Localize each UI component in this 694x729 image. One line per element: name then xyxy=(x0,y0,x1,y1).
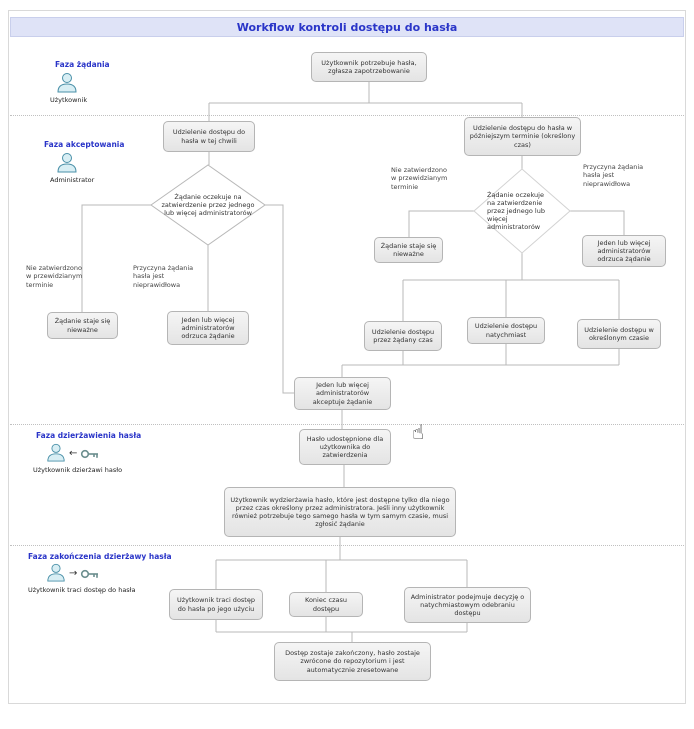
admin-icon xyxy=(56,151,78,173)
user-icon xyxy=(46,442,66,466)
node-request-invalid-right: Żądanie staje się nieważne xyxy=(374,237,443,263)
node-access-immediate: Udzielenie dostępu natychmiast xyxy=(467,317,545,344)
node-admins-reject-left: Jeden lub więcej administratorów odrzuca… xyxy=(167,311,249,345)
phase-lease-end-actor: Użytkownik traci dostęp do hasła xyxy=(28,586,136,594)
phase-separator xyxy=(10,115,684,116)
phase-separator xyxy=(10,545,684,546)
edge-label-invalid-reason-right: Przyczyna żądania hasła jest nieprawidło… xyxy=(583,163,644,188)
node-admins-accept: Jeden lub więcej administratorów akceptu… xyxy=(294,377,391,410)
user-icon xyxy=(56,71,78,93)
phase-lease-actor: Użytkownik dzierżawi hasło xyxy=(33,466,123,474)
phase-separator xyxy=(10,424,684,425)
node-lease-description: Użytkownik wydzierżawia hasło, które jes… xyxy=(224,487,456,537)
phase-lease-end-icons: → xyxy=(46,562,100,586)
key-icon xyxy=(80,565,100,584)
arrow-right-icon: → xyxy=(69,568,78,579)
node-user-needs-password: Użytkownik potrzebuje hasła, zgłasza zap… xyxy=(311,52,427,82)
phase-approval-label: Faza akceptowania xyxy=(44,140,125,149)
decision-await-approval-right: Żądanie oczekuje na zatwierdzenie przez … xyxy=(487,190,545,232)
arrow-left-icon: ← xyxy=(69,448,78,459)
hand-cursor-icon: ☝ xyxy=(412,420,425,444)
edge-label-not-approved-left: Nie zatwierdzono w przewidzianym termini… xyxy=(26,264,83,289)
node-password-available: Hasło udostępnione dla użytkownika do za… xyxy=(299,429,391,465)
node-access-time-end: Koniec czasu dostępu xyxy=(289,592,363,617)
diagram-title: Workflow kontroli dostępu do hasła xyxy=(10,17,684,37)
node-access-requested-time: Udzielenie dostępu przez żądany czas xyxy=(364,321,442,351)
node-admin-revoke-decision: Administrator podejmuje decyzję o natych… xyxy=(404,587,531,623)
node-lose-access-after-use: Użytkownik traci dostęp do hasła po jego… xyxy=(169,589,263,620)
decision-await-approval-left: Żądanie oczekuje na zatwierdzenie przez … xyxy=(161,192,255,218)
phase-request-label: Faza żądania xyxy=(55,60,110,69)
node-request-invalid-left: Żądanie staje się nieważne xyxy=(47,312,118,339)
decision-diamond-right xyxy=(473,168,571,254)
edge-label-invalid-reason-left: Przyczyna żądania hasła jest nieprawidło… xyxy=(133,264,194,289)
phase-approval-actor: Administrator xyxy=(50,176,95,184)
user-icon xyxy=(46,562,66,586)
node-admins-reject-right: Jeden lub więcej administratorów odrzuca… xyxy=(582,235,666,267)
node-access-ended-reset: Dostęp zostaje zakończony, hasło zostaje… xyxy=(274,642,431,681)
phase-lease-label: Faza dzierżawienia hasła xyxy=(36,431,142,440)
key-icon xyxy=(80,445,100,464)
phase-request-actor: Użytkownik xyxy=(50,96,88,104)
phase-lease-icons: ← xyxy=(46,442,100,466)
decision-diamond-left xyxy=(150,164,266,246)
node-access-later: Udzielenie dostępu do hasła w późniejszy… xyxy=(464,117,581,156)
phase-lease-end-label: Faza zakończenia dzierżawy hasła xyxy=(28,552,172,561)
edge-label-not-approved-right: Nie zatwierdzono w przewidzianym termini… xyxy=(391,166,448,191)
node-access-now: Udzielenie dostępu do hasła w tej chwili xyxy=(163,121,255,152)
node-access-defined-time: Udzielenie dostępu w określonym czasie xyxy=(577,319,661,349)
